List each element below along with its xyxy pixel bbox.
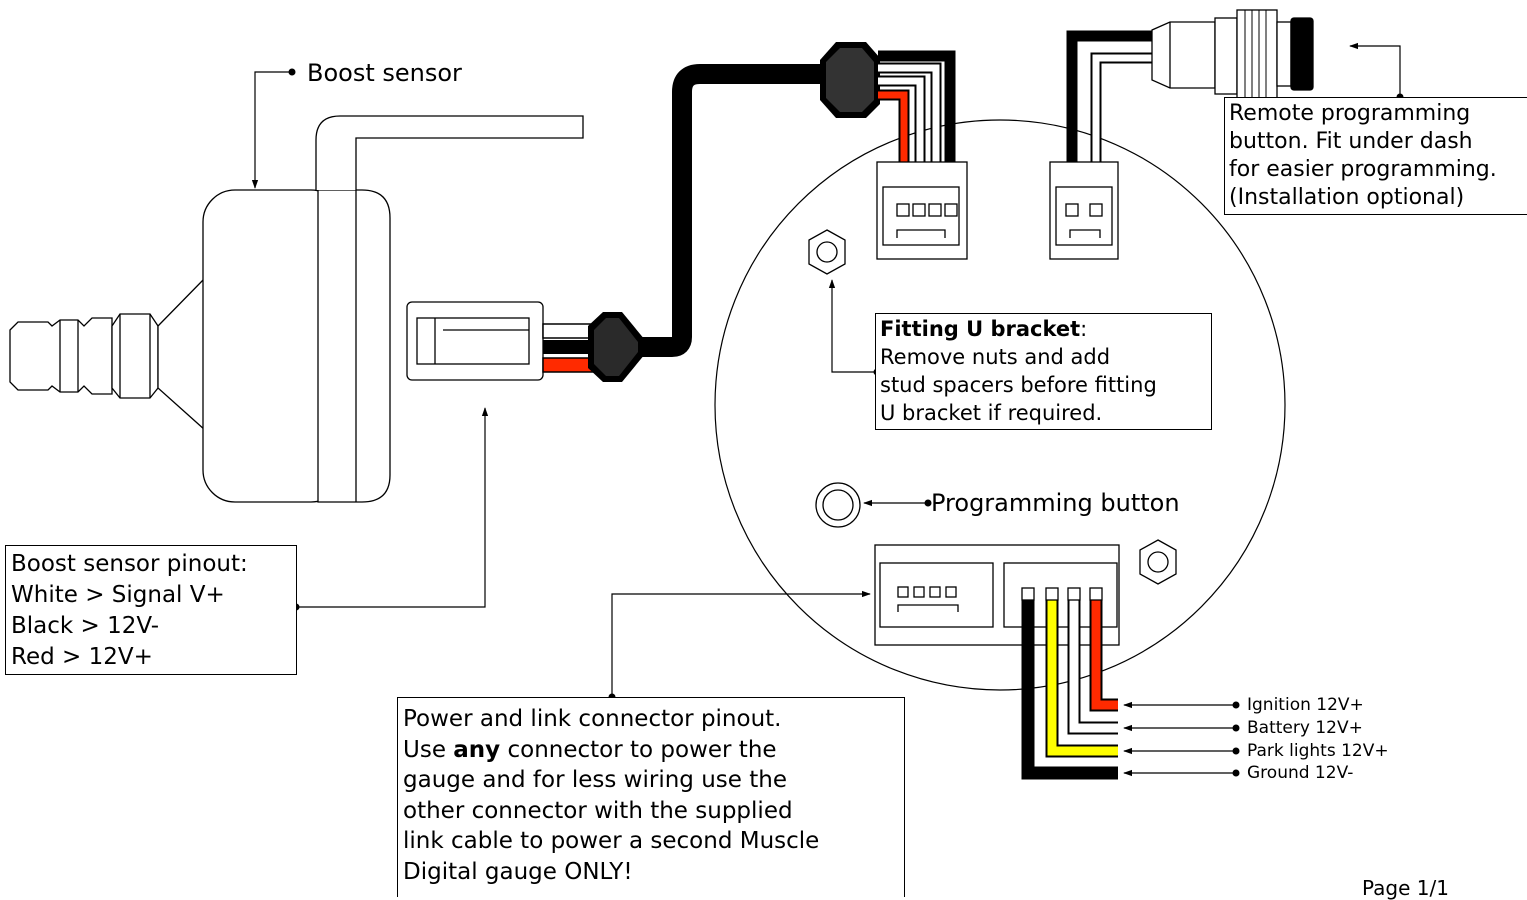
remote-header [1049, 161, 1119, 260]
remote-button-box: Remote programming button. Fit under das… [1224, 97, 1527, 215]
bracket-title-line: Fitting U bracket: [880, 315, 1211, 343]
boost-sensor-label: Boost sensor [307, 59, 462, 87]
bracket-title: Fitting U bracket [880, 317, 1081, 341]
programming-button-drawing [815, 482, 861, 528]
bracket-line: stud spacers before fitting [880, 373, 1157, 397]
remote-line: (Installation optional) [1229, 185, 1465, 210]
remote-line: button. Fit under dash [1229, 129, 1473, 154]
power-line-2-post: connector to power the [500, 736, 777, 763]
power-line: link cable to power a second Muscle [403, 828, 820, 854]
sensor-header-wires [878, 50, 956, 208]
wire-label-battery: Battery 12V+ [1247, 718, 1363, 738]
power-line: gauge and for less wiring use the [403, 767, 787, 793]
power-connector-block [874, 544, 1120, 646]
power-line-2-pre: Use [403, 736, 454, 763]
power-line: Digital gauge ONLY! [403, 858, 633, 885]
remote-button-cable [1066, 30, 1152, 208]
remote-button-drawing [1151, 9, 1314, 99]
power-link-box: Power and link connector pinout. Use any… [397, 697, 905, 897]
pinout-line: Boost sensor pinout: [11, 551, 248, 577]
stud-nut-bottom [1139, 539, 1177, 585]
power-wires [1021, 587, 1118, 780]
wire-label-ground: Ground 12V- [1247, 763, 1354, 783]
top-cable-plug [820, 42, 880, 118]
power-any-emphasis: any [453, 736, 501, 763]
bracket-line: Remove nuts and add [880, 345, 1111, 369]
power-line: other connector with the supplied [403, 797, 793, 824]
pinout-line: Black > 12V- [11, 613, 160, 639]
wire-label-ignition: Ignition 12V+ [1247, 695, 1364, 715]
pinout-line: White > Signal V+ [11, 582, 225, 608]
callout-lines [251, 42, 1401, 777]
page-number: Page 1/1 [1362, 876, 1449, 900]
boost-sensor-drawing [9, 115, 584, 503]
stud-nut-top [808, 229, 846, 275]
remote-line: Remote programming [1229, 101, 1471, 126]
programming-button-label: Programming button [931, 489, 1180, 517]
bracket-box: Fitting U bracket: Remove nuts and add s… [875, 313, 1212, 430]
wire-label-park-lights: Park lights 12V+ [1247, 741, 1389, 761]
pinout-line: Red > 12V+ [11, 644, 153, 670]
bracket-line: U bracket if required. [880, 401, 1103, 425]
sensor-wires [542, 64, 830, 382]
remote-line: for easier programming. [1229, 157, 1497, 182]
sensor-header [876, 161, 968, 260]
power-line-2: Use any connector to power the [403, 735, 904, 766]
power-line: Power and link connector pinout. [403, 706, 782, 732]
bracket-title-suffix: : [1080, 317, 1088, 341]
pinout-box: Boost sensor pinout: White > Signal V+ B… [5, 545, 297, 675]
